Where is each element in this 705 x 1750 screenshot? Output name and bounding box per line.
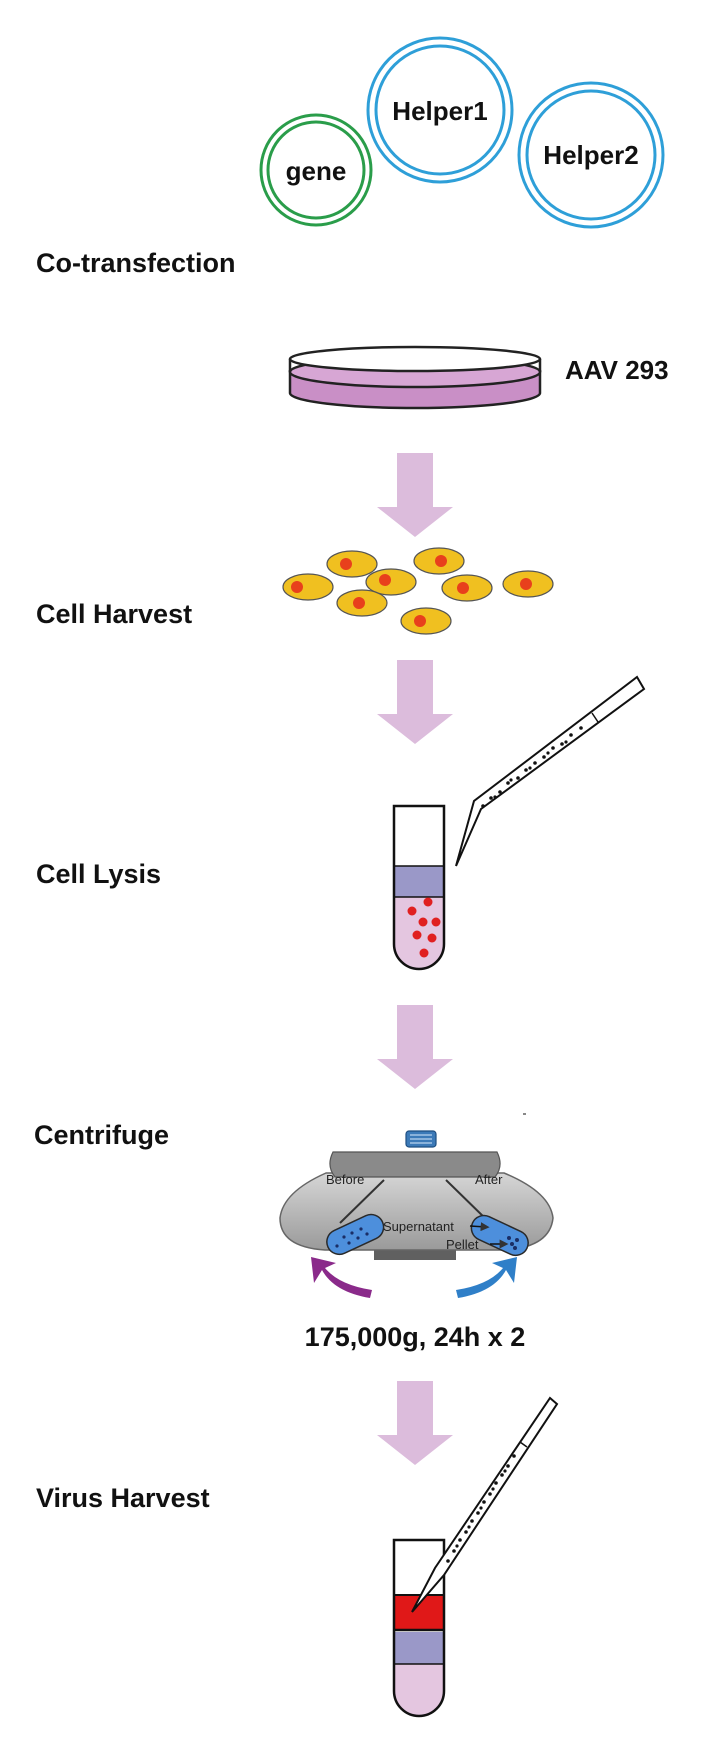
step-label-cell-harvest: Cell Harvest bbox=[36, 599, 192, 629]
flow-arrow-3 bbox=[377, 1005, 453, 1089]
virus-tube bbox=[392, 1538, 446, 1718]
flow-arrow-2 bbox=[377, 660, 453, 744]
cell bbox=[326, 550, 378, 578]
caption-before: Before bbox=[326, 1172, 364, 1187]
pipette bbox=[455, 675, 646, 867]
cell bbox=[282, 573, 334, 601]
gene-plasmid: gene bbox=[259, 113, 373, 227]
centrifuge: Before After Supernatant Pellet bbox=[279, 1113, 554, 1298]
flow-arrow-4 bbox=[377, 1381, 453, 1465]
caption-after: After bbox=[475, 1172, 503, 1187]
culture-dish bbox=[288, 345, 542, 410]
lysate-particles bbox=[407, 897, 441, 958]
cell bbox=[413, 547, 465, 575]
step-label-virus-harvest: Virus Harvest bbox=[36, 1483, 210, 1513]
gene-label: gene bbox=[286, 156, 347, 186]
cell bbox=[400, 607, 452, 635]
cell bbox=[365, 568, 417, 596]
tube-before bbox=[326, 1213, 385, 1256]
harvested-cells bbox=[282, 547, 554, 635]
cell bbox=[441, 574, 493, 602]
caption-pellet: Pellet bbox=[446, 1237, 479, 1252]
helper1-label: Helper1 bbox=[392, 96, 487, 126]
dish-label: AAV 293 bbox=[565, 355, 669, 385]
centrifuge-condition: 175,000g, 24h x 2 bbox=[305, 1322, 526, 1352]
helper2-label: Helper2 bbox=[543, 140, 638, 170]
step-label-cell-lysis: Cell Lysis bbox=[36, 859, 161, 889]
cell bbox=[502, 570, 554, 598]
helper1-plasmid: Helper1 bbox=[366, 36, 514, 184]
cell bbox=[336, 589, 388, 617]
rotation-arrow-right bbox=[456, 1257, 517, 1298]
step-label-cotransfection: Co-transfection bbox=[36, 248, 236, 278]
flow-arrow-1 bbox=[377, 453, 453, 537]
step-label-centrifuge: Centrifuge bbox=[34, 1120, 169, 1150]
pipette bbox=[411, 1396, 559, 1613]
rotation-arrow-left bbox=[311, 1257, 372, 1298]
caption-supernatant: Supernatant bbox=[383, 1219, 454, 1234]
lysis-tube bbox=[392, 804, 446, 971]
helper2-plasmid: Helper2 bbox=[517, 81, 665, 229]
